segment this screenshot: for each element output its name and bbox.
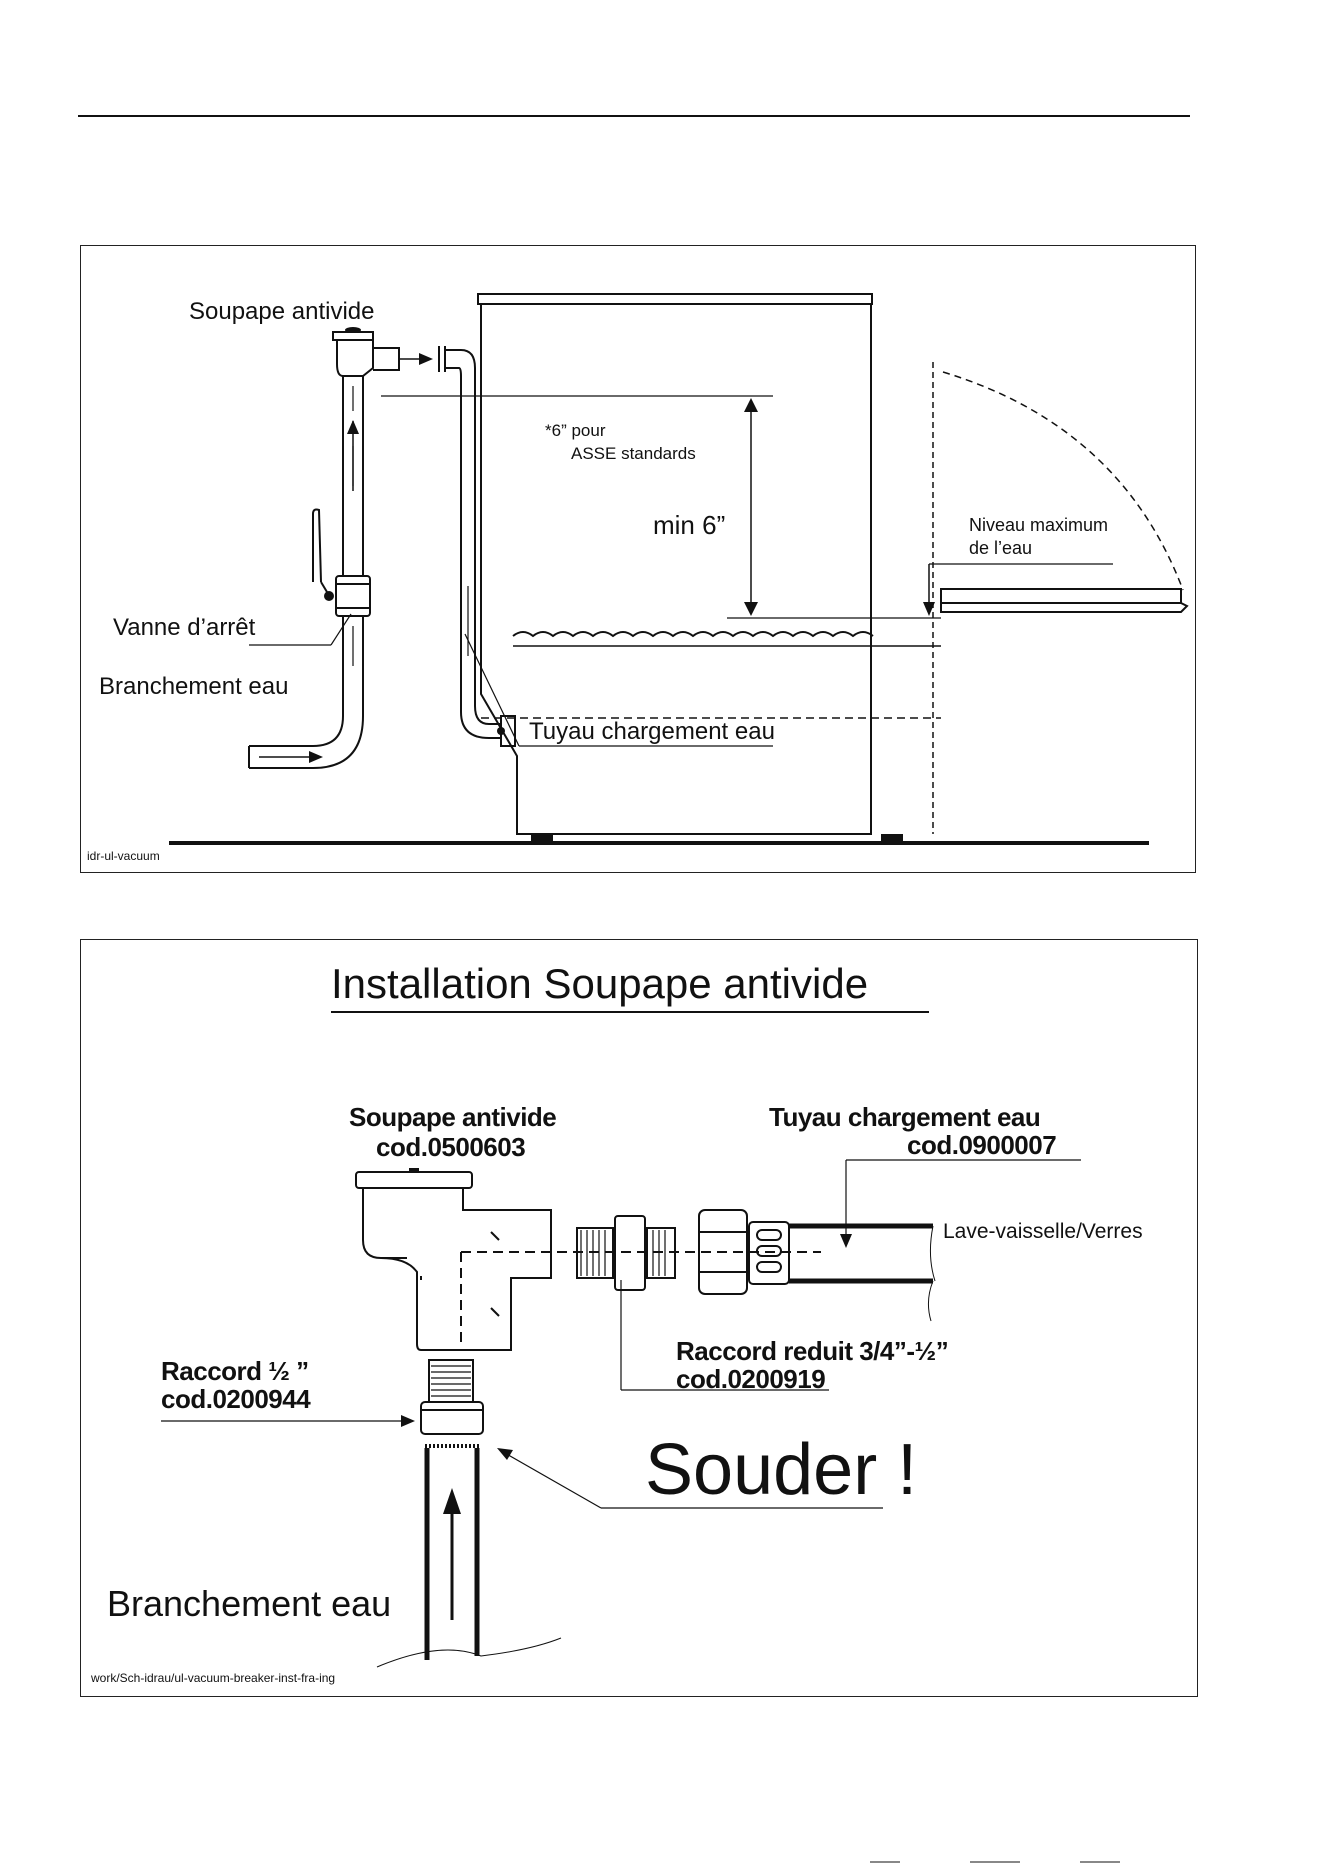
max-water-arrow-head (923, 602, 935, 616)
installation-title: Installation Soupape antivide (331, 960, 868, 1007)
label-vacuum-valve: Soupape antivide (189, 298, 374, 325)
water-surface (512, 631, 874, 638)
label-half-inch-fitting: Raccord ½ ” (161, 1356, 309, 1386)
shutoff-valve-stem (324, 591, 334, 601)
label-reducer-code: cod.0200919 (676, 1364, 825, 1394)
vacuum-breaker-installation-diagram: Installation Soupape antivide (90, 960, 1143, 1685)
half-inch-fitting-arrow (401, 1415, 415, 1427)
shutoff-valve (312, 508, 371, 617)
label-max-water-2: de l’eau (969, 538, 1032, 558)
label-water-connection: Branchement eau (107, 1583, 391, 1624)
vacuum-valve-cap (345, 327, 361, 333)
water-supply-pipe (248, 376, 364, 769)
page-bottom-marks (870, 1861, 1120, 1863)
fitting-threads (431, 1365, 471, 1397)
vacuum-breaker-side-view-diagram: Soupape antivide *6” pour ASSE standards… (87, 293, 1189, 863)
label-water-connection: Branchement eau (99, 673, 288, 700)
label-weld: Souder ! (645, 1430, 917, 1510)
dimension-arrow-down (744, 602, 758, 616)
hose-connector (497, 727, 505, 735)
dishwasher-body (477, 293, 873, 835)
flow-arrow-up (443, 1488, 461, 1514)
label-vacuum-valve: Soupape antivide (349, 1102, 556, 1132)
label-fill-hose-code: cod.0900007 (907, 1130, 1056, 1160)
half-inch-fitting (420, 1359, 484, 1435)
fill-hose-leader (464, 633, 520, 747)
vacuum-breaker-side-view-panel: Soupape antivide *6” pour ASSE standards… (80, 245, 1196, 873)
valve-seam (385, 1242, 427, 1248)
dimension-arrow-up (744, 398, 758, 412)
shutoff-valve-leader (330, 613, 352, 646)
reducer-fitting (576, 1215, 676, 1291)
shutoff-valve-handle-link (320, 581, 328, 593)
label-file-ref: work/Sch-idrau/ul-vacuum-breaker-inst-fr… (90, 1671, 335, 1685)
fill-hose-arrow (840, 1234, 852, 1248)
weld-leader (502, 1451, 602, 1509)
valve-detail-mark (490, 1231, 500, 1241)
machine-foot-right (881, 834, 903, 842)
valve-outlet-arrow-head (419, 353, 433, 365)
label-max-water-1: Niveau maximum (969, 515, 1108, 535)
machine-foot-left (531, 834, 553, 842)
inlet-arrow-head (309, 751, 323, 763)
label-fill-hose: Tuyau chargement eau (769, 1102, 1040, 1132)
vacuum-breaker-valve (355, 1171, 552, 1351)
weld-arrow (497, 1448, 513, 1460)
vacuum-breaker-installation-panel: Installation Soupape antivide (80, 939, 1198, 1697)
flow-arrow-up (347, 420, 359, 434)
label-dishwasher: Lave-vaisselle/Verres (943, 1220, 1143, 1243)
hose-nut (698, 1209, 790, 1295)
label-file-ref: idr-ul-vacuum (87, 849, 160, 863)
valve-detail-mark (490, 1307, 500, 1317)
label-reducer: Raccord reduit 3/4”-½” (676, 1336, 948, 1366)
label-asse-note-1: *6” pour (545, 421, 606, 440)
pipe-cut-edge (376, 1637, 562, 1668)
label-asse-note-2: ASSE standards (571, 444, 696, 463)
door-swing-arc (942, 371, 1184, 591)
open-door (940, 588, 1189, 613)
label-fill-hose: Tuyau chargement eau (529, 718, 775, 745)
label-vacuum-valve-code: cod.0500603 (376, 1132, 525, 1162)
reducer-threads (580, 1230, 666, 1276)
label-min-height: min 6” (653, 510, 725, 540)
label-half-inch-fitting-code: cod.0200944 (161, 1384, 311, 1414)
vacuum-valve-cap-nub (409, 1168, 419, 1173)
header-rule (78, 115, 1190, 117)
vacuum-breaker-valve (332, 331, 446, 377)
fill-hose (445, 349, 516, 747)
hose-cut-edge (927, 1225, 936, 1322)
label-shutoff-valve: Vanne d’arrêt (113, 614, 256, 641)
